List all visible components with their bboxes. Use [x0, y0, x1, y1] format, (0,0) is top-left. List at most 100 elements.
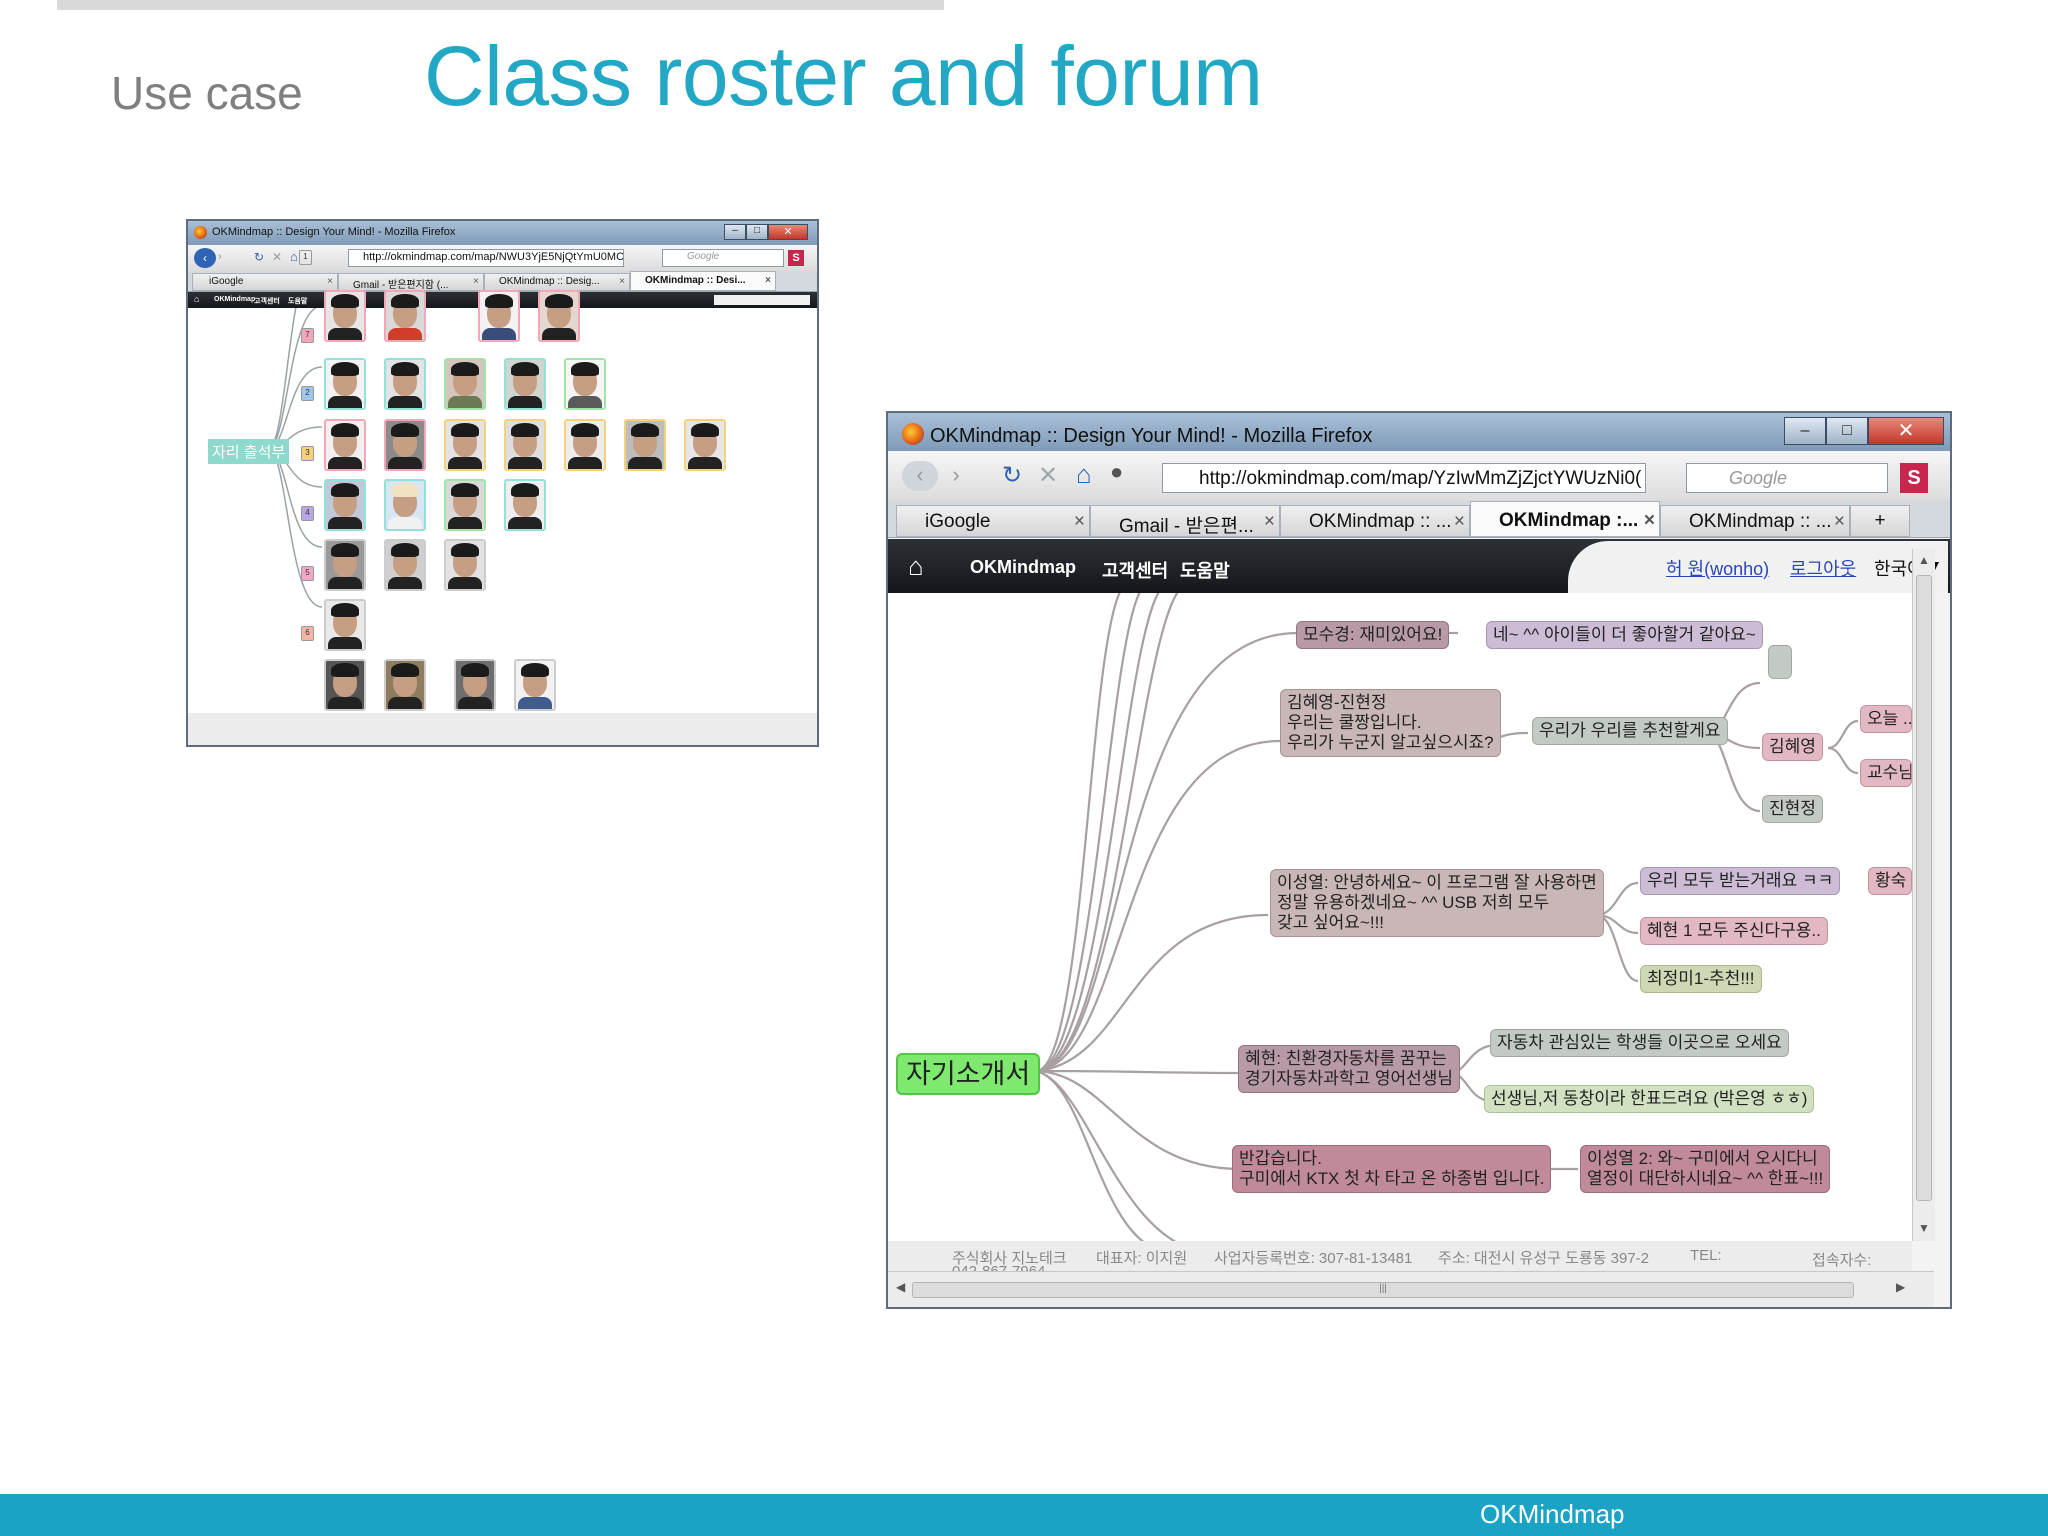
minimize-button[interactable]: –	[724, 224, 746, 240]
mindmap-node[interactable]: 김혜영-진현정 우리는 쿨짱입니다. 우리가 누군지 알고싶으시죠?	[1280, 689, 1501, 757]
mindmap-node[interactable]: 진현정	[1762, 795, 1823, 823]
language-select[interactable]: 한국어	[1874, 559, 1924, 579]
tab-gmail[interactable]: Gmail - 받은편...×	[1090, 505, 1280, 537]
mindmap-node[interactable]: 우리가 우리를 추천할게요	[1532, 717, 1728, 745]
mindmap-node[interactable]: 네~ ^^ 아이들이 더 좋아할거 같아요~	[1486, 621, 1763, 649]
student-photo[interactable]	[538, 290, 580, 342]
tab-okmindmap-active[interactable]: OKMindmap :...×	[1470, 501, 1660, 537]
minimize-button[interactable]: –	[1784, 417, 1826, 445]
mindmap-node[interactable]: 혜현 1 모두 주신다구용..	[1640, 917, 1828, 945]
mindmap-node[interactable]: 김혜영	[1762, 733, 1823, 761]
close-tab-icon[interactable]: ×	[1833, 511, 1845, 532]
mindmap-node[interactable]: 오늘 ...	[1860, 705, 1912, 733]
stop-icon[interactable]: ✕	[1038, 462, 1059, 489]
small-user-area[interactable]	[714, 295, 810, 305]
close-tab-icon[interactable]: ×	[1263, 511, 1275, 532]
tab-igoogle[interactable]: iGoogle×	[192, 273, 338, 291]
large-mindmap-canvas[interactable]: 자기소개서 모수경: 재미있어요! 네~ ^^ 아이들이 더 좋아할거 같아요~…	[888, 593, 1912, 1241]
logout-link[interactable]: 로그아웃	[1790, 559, 1857, 579]
scroll-right-icon[interactable]: ▶	[1896, 1280, 1906, 1294]
mindmap-node[interactable]: 반갑습니다. 구미에서 KTX 첫 차 타고 온 하종범 입니다.	[1232, 1145, 1552, 1193]
home-icon[interactable]: ⌂	[1076, 459, 1092, 489]
student-photo[interactable]	[324, 599, 366, 651]
tab-okmindmap-active[interactable]: OKMindmap :: Desi...×	[630, 271, 776, 291]
student-photo[interactable]	[504, 419, 546, 471]
close-button[interactable]: ✕	[1868, 417, 1944, 445]
tab-okmindmap-1[interactable]: OKMindmap :: Desig...×	[484, 273, 630, 291]
maximize-button[interactable]: □	[1826, 417, 1868, 445]
student-photo[interactable]	[384, 290, 426, 342]
stumble-icon[interactable]: S	[788, 250, 804, 266]
nav-support[interactable]: 고객센터	[1102, 561, 1169, 581]
reload-icon[interactable]: ↻	[1002, 462, 1023, 489]
student-photo[interactable]	[444, 539, 486, 591]
home-icon[interactable]: ⌂	[290, 249, 298, 264]
tab-okmindmap-1[interactable]: OKMindmap :: ...×	[1280, 505, 1470, 537]
mindmap-node[interactable]: 최정미1-추천!!!	[1640, 965, 1762, 993]
nav-help[interactable]: 도움말	[288, 298, 308, 305]
mindmap-node[interactable]: 모수경: 재미있어요!	[1296, 621, 1450, 649]
student-photo[interactable]	[324, 358, 366, 410]
mindmap-node[interactable]: 교수님	[1860, 759, 1912, 787]
scroll-thumb[interactable]	[1916, 575, 1932, 1201]
tab-gmail[interactable]: Gmail - 받은편지함 (...×	[338, 273, 484, 291]
user-link[interactable]: 허 원(wonho)	[1666, 559, 1770, 579]
mindmap-node[interactable]: 우리 모두 받는거래요 ㅋㅋ	[1640, 867, 1841, 895]
close-tab-icon[interactable]: ×	[1073, 511, 1085, 532]
student-photo[interactable]	[384, 358, 426, 410]
close-tab-icon[interactable]: ×	[619, 276, 625, 287]
student-photo[interactable]	[478, 290, 520, 342]
vertical-scrollbar[interactable]: ▲ ▼	[1912, 549, 1935, 1241]
horizontal-scrollbar[interactable]: ◀ ||| ▶	[888, 1271, 1934, 1307]
small-mindmap-canvas[interactable]: 자리 출석부 1 2 3 4 5 6 7	[188, 250, 817, 713]
mindmap-node-empty[interactable]	[1768, 645, 1792, 679]
close-tab-icon[interactable]: ×	[327, 276, 333, 287]
student-photo[interactable]	[684, 419, 726, 471]
roster-root-node[interactable]: 자리 출석부	[208, 439, 290, 464]
student-photo[interactable]	[384, 419, 426, 471]
student-photo[interactable]	[504, 479, 546, 531]
mindmap-node[interactable]: 선생님,저 동창이라 한표드려요 (박은영 ㅎㅎ)	[1484, 1085, 1815, 1113]
mindmap-node[interactable]: 황숙	[1868, 867, 1912, 895]
student-photo[interactable]	[514, 659, 556, 711]
nav-support[interactable]: 고객센터	[254, 298, 280, 305]
stumble-icon[interactable]: S	[1900, 463, 1928, 493]
scroll-up-icon[interactable]: ▲	[1918, 553, 1930, 567]
student-photo[interactable]	[564, 419, 606, 471]
student-photo[interactable]	[324, 479, 366, 531]
small-url-bar[interactable]: http://okmindmap.com/map/NWU3YjE5NjQtYmU…	[348, 249, 624, 267]
student-photo[interactable]	[444, 358, 486, 410]
bookmark-bubble-icon[interactable]: ●	[1110, 459, 1124, 484]
student-photo[interactable]	[504, 358, 546, 410]
nav-okmindmap[interactable]: OKMindmap	[214, 296, 256, 303]
forward-icon[interactable]: ›	[952, 462, 960, 487]
nav-okmindmap[interactable]: OKMindmap	[970, 557, 1076, 577]
scroll-left-icon[interactable]: ◀	[896, 1280, 906, 1294]
student-photo[interactable]	[324, 659, 366, 711]
forward-icon[interactable]: ›	[218, 251, 222, 263]
stop-icon[interactable]: ✕	[272, 250, 283, 264]
student-photo[interactable]	[384, 539, 426, 591]
student-photo[interactable]	[444, 419, 486, 471]
small-search-field[interactable]: Google	[662, 249, 784, 267]
maximize-button[interactable]: □	[746, 224, 768, 240]
back-icon[interactable]: ‹	[194, 248, 216, 268]
student-photo[interactable]	[454, 659, 496, 711]
close-tab-icon[interactable]: ×	[1643, 510, 1655, 531]
student-photo[interactable]	[384, 479, 426, 531]
scroll-thumb[interactable]: |||	[912, 1282, 1854, 1298]
home-nav-icon[interactable]: ⌂	[194, 294, 200, 304]
nav-help[interactable]: 도움말	[1180, 561, 1230, 581]
student-photo[interactable]	[324, 419, 366, 471]
student-photo[interactable]	[624, 419, 666, 471]
close-tab-icon[interactable]: ×	[473, 276, 479, 287]
back-icon[interactable]: ‹	[902, 461, 938, 491]
large-url-bar[interactable]: http://okmindmap.com/map/YzIwMmZjZjctYWU…	[1162, 463, 1646, 493]
student-photo[interactable]	[384, 659, 426, 711]
close-tab-icon[interactable]: ×	[765, 275, 771, 286]
large-search-field[interactable]: Google	[1686, 463, 1888, 493]
close-button[interactable]: ✕	[768, 224, 808, 240]
mindmap-node[interactable]: 혜현: 친환경자동차를 꿈꾸는 경기자동차과학고 영어선생님	[1238, 1045, 1461, 1093]
mindmap-node[interactable]: 이성열: 안녕하세요~ 이 프로그램 잘 사용하면 정말 유용하겠네요~ ^^ …	[1270, 869, 1604, 937]
student-photo[interactable]	[564, 358, 606, 410]
